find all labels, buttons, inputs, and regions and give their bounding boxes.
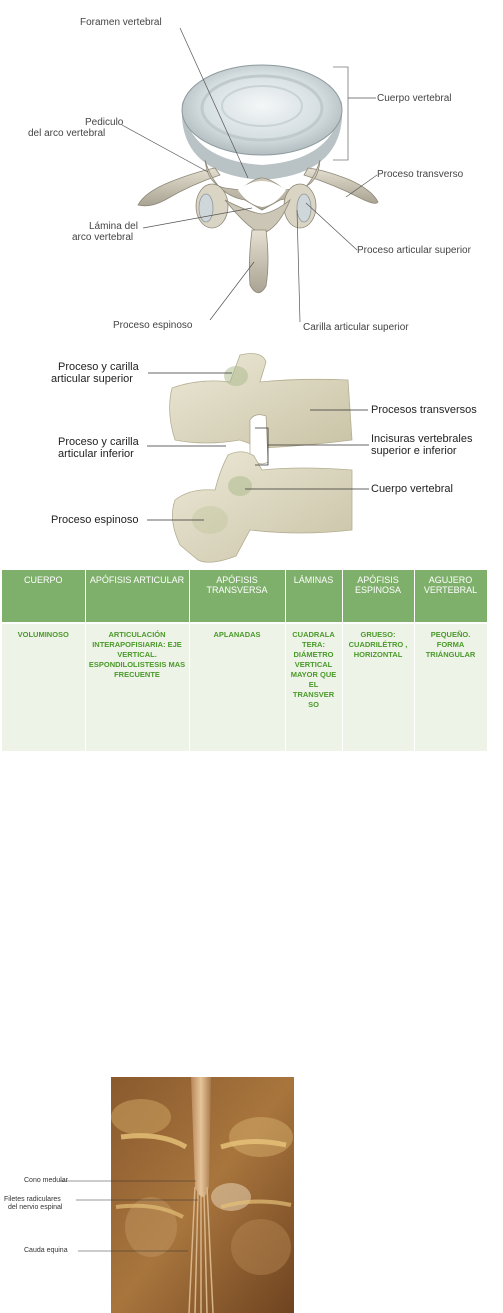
label-incisuras-1: Incisuras vertebrales (371, 433, 473, 445)
header-apofisis-espinosa: APÓFISIS ESPINOSA (342, 570, 415, 624)
label-cauda-equina: Cauda equina (24, 1247, 68, 1254)
lumbar-vertebra-table: CUERPO APÓFISIS ARTICULAR APÓFISIS TRANS… (2, 570, 488, 751)
header-cuerpo: CUERPO (2, 570, 86, 624)
label-pediculo-1: Pediculo (85, 117, 124, 128)
label-procesos-transversos: Procesos transversos (371, 404, 477, 416)
vertebra-lateral-view-illustration (147, 353, 369, 563)
vertebra-superior-view-illustration (121, 27, 379, 323)
cell-agujero-vertebral: PEQUEÑO. FORMA TRIÁNGULAR (414, 623, 488, 751)
label-cono-medular: Cono medular (24, 1177, 68, 1184)
label-proceso-carilla-superior-1: Proceso y carilla (58, 361, 139, 373)
label-proceso-articular-superior: Proceso articular superior (357, 245, 471, 256)
cell-apofisis-espinosa: GRUESO: CUADRILÉTRO , HORIZONTAL (342, 623, 415, 751)
label-foramen-vertebral: Foramen vertebral (80, 17, 162, 28)
label-cuerpo-vertebral: Cuerpo vertebral (377, 93, 452, 104)
cell-cuerpo: VOLUMINOSO (2, 623, 86, 751)
table-row: VOLUMINOSO ARTICULACIÓN INTERAPOFISIARIA… (2, 623, 488, 751)
label-proceso-transverso: Proceso transverso (377, 169, 464, 180)
header-agujero-vertebral: AGUJERO VERTEBRAL (414, 570, 488, 624)
header-laminas: LÁMINAS (285, 570, 343, 624)
cell-laminas: CUADRALA TERA: DIÁMETRO VERTICAL MAYOR Q… (285, 623, 343, 751)
label-cuerpo-vertebral-lateral: Cuerpo vertebral (371, 483, 453, 495)
header-apofisis-articular: APÓFISIS ARTICULAR (85, 570, 190, 624)
header-apofisis-transversa: APÓFISIS TRANSVERSA (189, 570, 286, 624)
label-filetes-radiculares-1: Filetes radiculares (4, 1196, 61, 1203)
cauda-equina-photo (111, 1077, 294, 1313)
label-incisuras-2: superior e inferior (371, 445, 457, 457)
label-carilla-articular-superior: Carilla articular superior (303, 322, 409, 333)
label-proceso-carilla-superior-2: articular superior (51, 373, 133, 385)
label-proceso-espinoso-lateral: Proceso espinoso (51, 514, 139, 526)
label-pediculo-2: del arco vertebral (28, 128, 106, 139)
label-proceso-carilla-inferior-2: articular inferior (58, 448, 134, 460)
label-lamina-1: Lámina del (89, 221, 138, 232)
label-proceso-espinoso: Proceso espinoso (113, 320, 193, 331)
cell-apofisis-transversa: APLANADAS (189, 623, 286, 751)
label-lamina-2: arco vertebral (72, 232, 134, 243)
label-filetes-radiculares-2: del nervio espinal (8, 1204, 63, 1211)
cell-apofisis-articular: ARTICULACIÓN INTERAPOFISIARIA: EJE VERTI… (85, 623, 190, 751)
cauda-equina-photo-drawing (111, 1077, 294, 1313)
table-header-row: CUERPO APÓFISIS ARTICULAR APÓFISIS TRANS… (2, 570, 488, 624)
label-proceso-carilla-inferior-1: Proceso y carilla (58, 436, 139, 448)
